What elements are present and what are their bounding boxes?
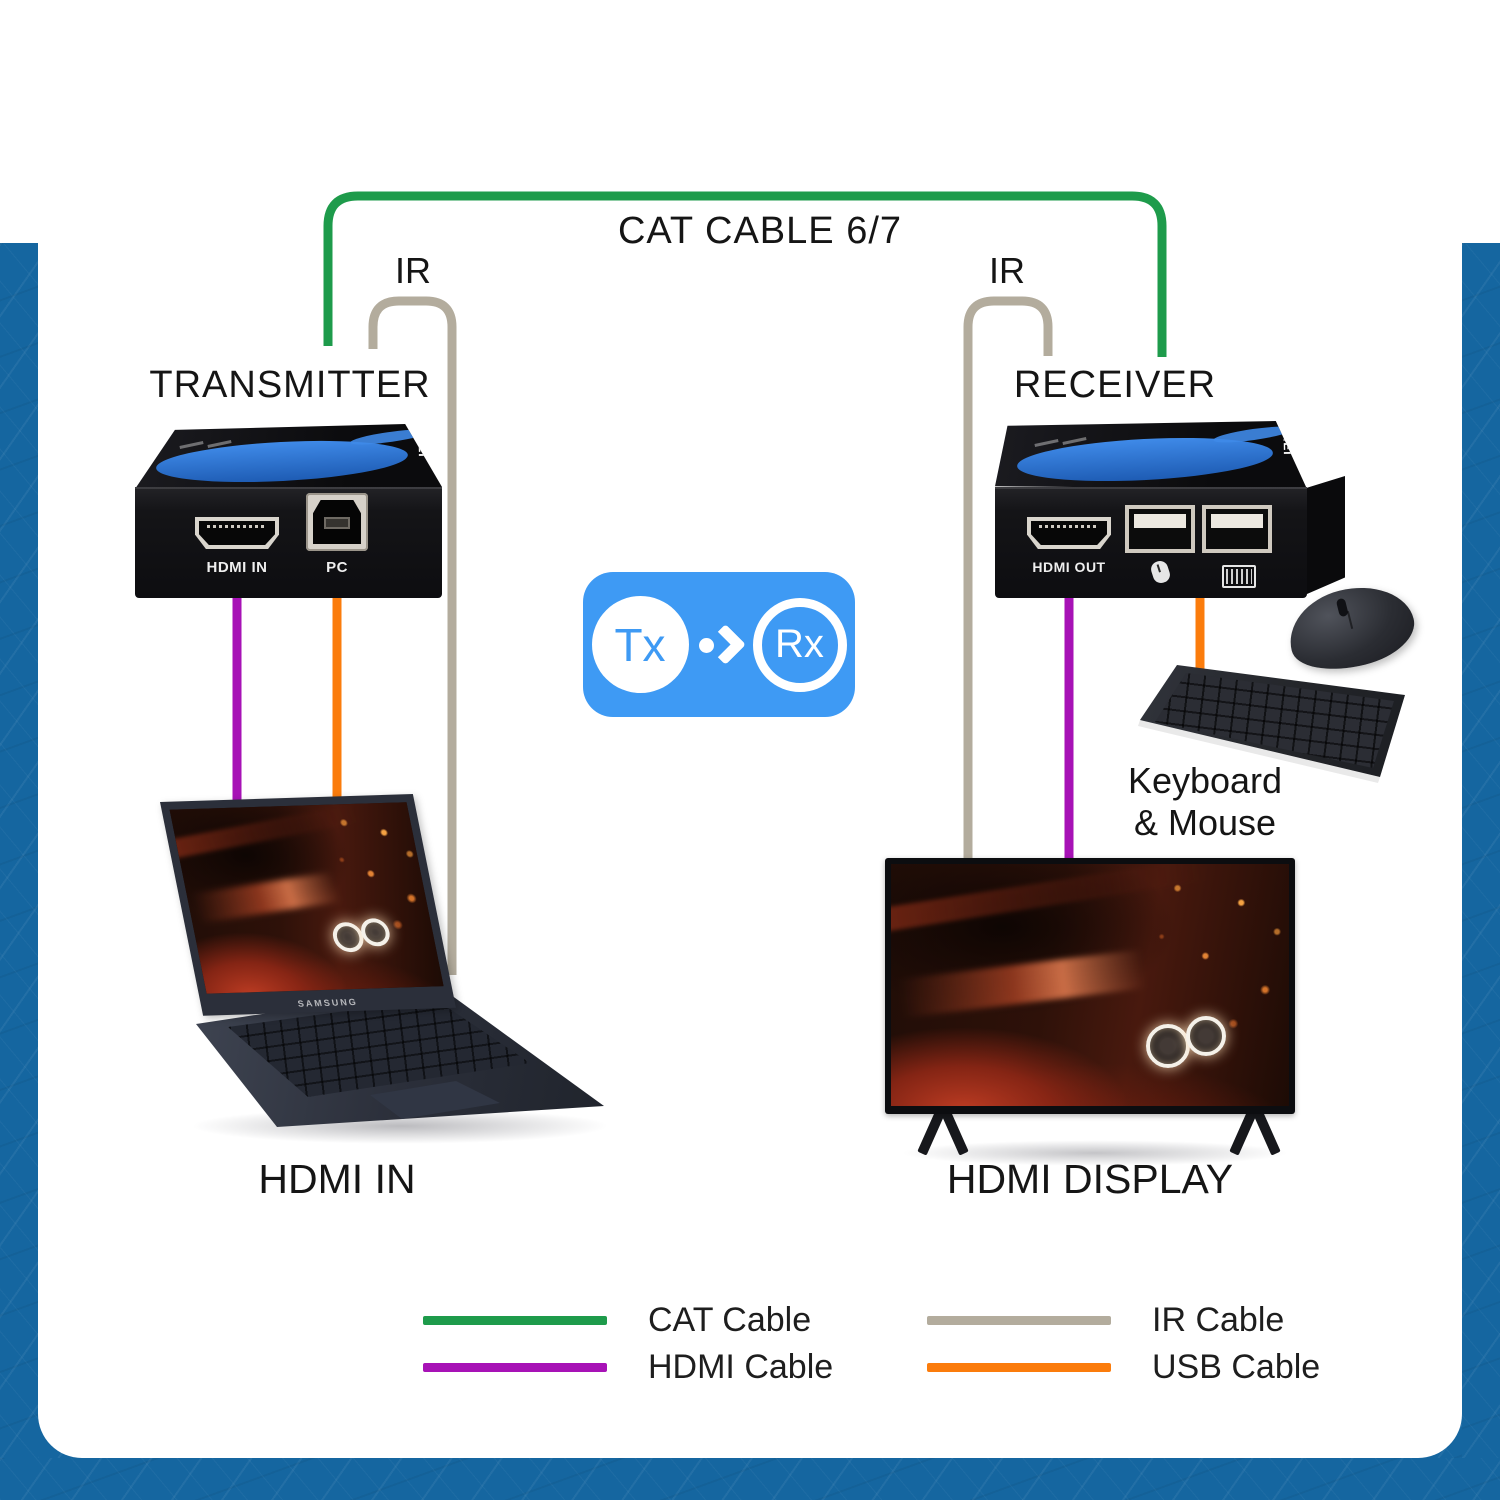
hdmi-out-port [1027, 517, 1111, 549]
tx-circle: Tx [591, 596, 689, 693]
mouse-icon [1149, 558, 1172, 586]
rx-circle: Rx [752, 597, 847, 692]
car-headlight [1185, 1016, 1226, 1057]
frame-right-strip [1462, 243, 1500, 1500]
transmitter-top-face: OREI [135, 424, 442, 489]
legend-swatch-ir-cable [927, 1316, 1111, 1325]
cat-cable-label: CAT CABLE 6/7 [617, 210, 903, 252]
pc-usb-port [306, 493, 368, 551]
keyboard-mouse-caption: Keyboard & Mouse [1080, 760, 1330, 845]
legend-label-hdmi-cable: HDMI Cable [648, 1348, 834, 1386]
frame-bottom-bar [0, 1458, 1500, 1500]
top-print-mark [1034, 438, 1059, 447]
laptop-screen-image [169, 802, 444, 994]
legend-swatch-hdmi-cable [423, 1363, 607, 1372]
ir-label-left: IR [395, 250, 431, 291]
frame-left-strip [0, 243, 38, 1500]
usb-port-keyboard [1206, 509, 1268, 549]
receiver-top-face: OREI [995, 421, 1307, 489]
tv-screen-image [891, 864, 1289, 1106]
hdmi-out-port-label: HDMI OUT [1032, 559, 1106, 575]
legend-label-cat-cable: CAT Cable [648, 1301, 812, 1339]
laptop-screen: SAMSUNG [160, 794, 456, 1016]
keyboard-mouse-caption-line2: & Mouse [1133, 802, 1277, 844]
legend-label-usb-cable: USB Cable [1152, 1348, 1321, 1386]
hdmi-in-port-label: HDMI IN [206, 559, 268, 576]
pc-port-label: PC [326, 559, 348, 576]
receiver-title: RECEIVER [1013, 364, 1217, 406]
tx-rx-badge: Tx Rx [583, 572, 855, 717]
arrow-right-icon [698, 623, 746, 665]
keyboard-icon [1222, 565, 1256, 588]
legend-swatch-usb-cable [927, 1363, 1111, 1372]
transmitter-title: TRANSMITTER [149, 364, 431, 406]
ir-label-right: IR [989, 250, 1025, 291]
ir-cable-left-line [368, 296, 457, 975]
tv-display [885, 858, 1295, 1114]
legend-swatch-cat-cable [423, 1316, 607, 1325]
cat-cable-line [323, 191, 1167, 357]
receiver-side-face [1307, 476, 1345, 594]
legend-label-ir-cable: IR Cable [1152, 1301, 1285, 1339]
transmitter-device: HDMI IN PC [135, 487, 442, 598]
frame-fillet-right [1418, 1414, 1462, 1458]
hdmi-in-port [195, 517, 279, 549]
hdmi-in-caption: HDMI IN [258, 1156, 416, 1202]
car-headlight [1145, 1023, 1190, 1068]
keyboard-mouse-caption-line1: Keyboard [1127, 760, 1283, 801]
usb-port-mouse [1129, 509, 1191, 549]
hdmi-display-caption: HDMI DISPLAY [946, 1156, 1234, 1202]
ir-cable-right-line [963, 296, 1053, 860]
top-print-mark [179, 441, 204, 450]
frame-fillet-left [38, 1414, 82, 1458]
receiver-device: HDMI OUT [995, 487, 1307, 598]
